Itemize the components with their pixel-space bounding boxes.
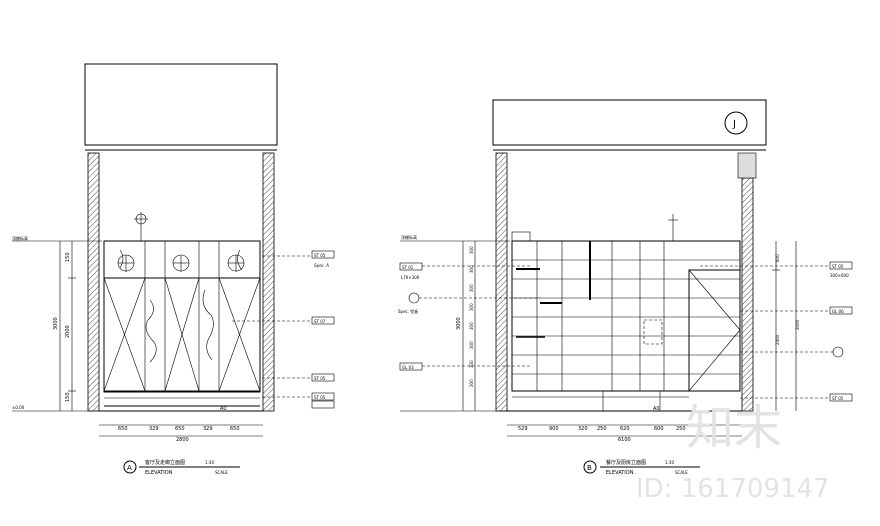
- drawing-subtitle-a: ELEVATION: [145, 470, 173, 476]
- dim-left-b-2: 300: [469, 284, 474, 292]
- dim-right-b-2: 3000: [795, 319, 800, 330]
- dim-left-b-3: 300: [469, 303, 474, 311]
- dim-total-width-b: 6100: [618, 437, 631, 443]
- drawing-marker-b: [583, 460, 597, 474]
- ceiling-box-a: [84, 63, 278, 146]
- dim-left-b-1: 300: [469, 265, 474, 273]
- dim-bottom-a-2: 650: [175, 426, 185, 432]
- drawing-marker-b-label: B: [587, 464, 592, 472]
- wall-right-b: [741, 177, 754, 412]
- dim-bottom-b-6: 250: [676, 426, 686, 432]
- level-bottom-a: ±0.00: [12, 405, 25, 410]
- elevation-a: 顶棚标高 ±0.00 150 2000 150 3000 ST 05 Spec.…: [12, 63, 335, 476]
- dim-left-b-6: 300: [469, 360, 474, 368]
- level-top-b: 顶棚标高: [401, 234, 417, 240]
- dim-total-height-a: 3000: [53, 317, 59, 330]
- note-a-0: Spec. A: [314, 263, 329, 268]
- dim-left-b-5: 300: [469, 341, 474, 349]
- scale-value-a: 1:30: [205, 460, 214, 465]
- tag-b-right-1: GL 06: [832, 309, 844, 314]
- grid-marker-label: J: [732, 119, 736, 130]
- dim-bottom-b-4: 620: [620, 426, 630, 432]
- dim-left-a-2: 150: [65, 392, 71, 402]
- dim-bottom-a-0: 650: [118, 426, 128, 432]
- drawing-marker-a-label: A: [127, 464, 132, 472]
- drawing-title-a: 客厅及走廊立面图: [145, 459, 185, 466]
- scale-label-a: SCALE: [215, 470, 228, 475]
- tile-wall-b: [511, 240, 741, 392]
- note-b-left: Spec. 铝板: [398, 308, 418, 314]
- dim-bottom-a-4: 650: [230, 426, 240, 432]
- dim-bottom-b-1: 900: [549, 426, 559, 432]
- watermark-brand: 知末: [686, 400, 782, 456]
- tag-a-3: ST 05: [314, 395, 326, 400]
- scale-value-b: 1:30: [665, 460, 674, 465]
- scale-label-b: SCALE: [675, 470, 688, 475]
- dim-total-height-b: 3000: [456, 317, 462, 330]
- door-b: [688, 269, 741, 392]
- tag-b-right-2: ST 05: [832, 396, 844, 401]
- section-marker-icon: [134, 212, 148, 241]
- dim-left-a-1: 2000: [65, 325, 71, 338]
- dim-bottom-b-2: 320: [578, 426, 588, 432]
- drawing-subtitle-b: ELEVATION: [606, 470, 634, 476]
- tag-b-left-1: GL 03: [402, 365, 414, 370]
- wall-left-b: [495, 152, 508, 412]
- dim-left-a-0: 150: [65, 252, 71, 262]
- tag-a-1: ST 07: [314, 319, 326, 324]
- elevation-b: J: [398, 99, 853, 476]
- level-top-a: 顶棚标高: [12, 235, 28, 241]
- tag-b-left-0: ST 01: [402, 265, 414, 270]
- dim-total-width-a: 2800: [176, 437, 189, 443]
- dim-right-b-1: 2400: [775, 334, 780, 345]
- wall-right-a: [262, 152, 275, 412]
- tag-a-0: ST 05: [314, 253, 326, 258]
- dim-left-b-0: 300: [469, 246, 474, 254]
- dim-right-b-0: 600: [775, 254, 780, 262]
- tag-a-2: ST 05: [314, 376, 326, 381]
- dim-bottom-b-3: 250: [597, 426, 607, 432]
- dim-left-b-7: 300: [469, 379, 474, 387]
- grid-marker-icon: [724, 111, 748, 135]
- ceiling-box-b: [492, 99, 767, 146]
- dim-left-b-4: 300: [469, 322, 474, 330]
- chandelier-icon: [117, 254, 245, 272]
- wall-left-a: [87, 152, 100, 412]
- detail-marker-icon: [408, 292, 420, 304]
- drawing-title-b: 餐厅及厨房立面图: [606, 459, 646, 466]
- drawing-marker-a: [123, 460, 137, 474]
- dim-bottom-b-0: 529: [518, 426, 528, 432]
- note-b-mid: L70×300: [401, 275, 420, 280]
- watermark-id: ID: 161709147: [636, 474, 830, 504]
- floor-mark-b: A0: [653, 406, 660, 412]
- tag-b-right-0: ST 05: [832, 264, 844, 269]
- dim-bottom-a-3: 329: [203, 426, 213, 432]
- dim-bottom-a-1: 329: [149, 426, 159, 432]
- panel-a: [103, 240, 261, 393]
- floor-mark-a: A0: [220, 406, 227, 412]
- dim-bottom-b-5: 600: [654, 426, 664, 432]
- note-b-right: 300×600: [830, 273, 849, 278]
